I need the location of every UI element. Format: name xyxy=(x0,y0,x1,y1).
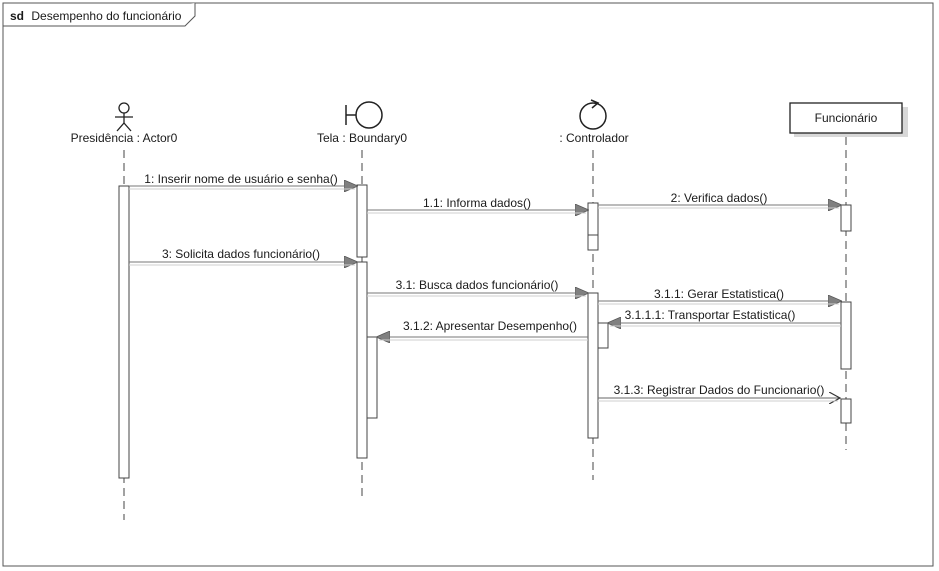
activation-entity-3 xyxy=(840,398,852,424)
frame-label: sd Desempenho do funcionário xyxy=(10,9,182,23)
message-label: 1: Inserir nome de usuário e senha() xyxy=(144,172,337,186)
message-label: 3.1.1: Gerar Estatistica() xyxy=(654,287,784,301)
activation-entity-2 xyxy=(840,301,852,370)
message-label: 3: Solicita dados funcionário() xyxy=(162,247,320,261)
control-icon xyxy=(579,99,607,130)
message-label: 3.1.2: Apresentar Desempenho() xyxy=(403,319,577,333)
message-1[interactable]: 1: Inserir nome de usuário e senha() xyxy=(129,172,357,189)
messages: 1: Inserir nome de usuário e senha() 1.1… xyxy=(129,172,841,401)
boundary-icon xyxy=(345,101,383,129)
message-3[interactable]: 3: Solicita dados funcionário() xyxy=(129,247,357,265)
lifeline-label-actor: Presidência : Actor0 xyxy=(71,131,178,145)
frame-title: Desempenho do funcionário xyxy=(31,9,181,23)
message-1-1[interactable]: 1.1: Informa dados() xyxy=(367,196,588,213)
message-3-1-2[interactable]: 3.1.2: Apresentar Desempenho() xyxy=(377,319,588,340)
activation-controller-2 xyxy=(587,292,599,439)
message-3-1[interactable]: 3.1: Busca dados funcionário() xyxy=(367,278,588,296)
message-label: 1.1: Informa dados() xyxy=(423,196,531,210)
lifeline-entity[interactable]: Funcionário xyxy=(789,102,908,450)
object-box xyxy=(789,102,903,134)
message-label: 3.1: Busca dados funcionário() xyxy=(396,278,559,292)
activation-actor xyxy=(118,185,130,479)
message-3-1-1[interactable]: 3.1.1: Gerar Estatistica() xyxy=(598,287,841,304)
lifeline-label-boundary: Tela : Boundary0 xyxy=(317,131,407,145)
activation-bars xyxy=(118,184,852,479)
activation-entity-1 xyxy=(840,204,852,232)
message-2[interactable]: 2: Verifica dados() xyxy=(598,191,841,208)
message-label: 3.1.1.1: Transportar Estatistica() xyxy=(625,308,796,322)
lifeline-label-controller: : Controlador xyxy=(559,131,628,145)
activation-boundary-nested xyxy=(366,336,378,419)
activation-controller-1 xyxy=(587,202,599,251)
lifeline-actor[interactable]: Presidência : Actor0 xyxy=(71,102,178,520)
lifeline-label-entity: Funcionário xyxy=(815,111,878,125)
message-label: 2: Verifica dados() xyxy=(671,191,768,205)
frame-keyword: sd xyxy=(10,9,24,23)
activation-boundary-2 xyxy=(356,261,368,459)
activation-boundary-1 xyxy=(356,184,368,258)
message-3-1-1-1[interactable]: 3.1.1.1: Transportar Estatistica() xyxy=(608,308,841,326)
actor-stick-figure-icon xyxy=(115,102,133,132)
message-label: 3.1.3: Registrar Dados do Funcionario() xyxy=(614,383,825,397)
message-3-1-3[interactable]: 3.1.3: Registrar Dados do Funcionario() xyxy=(598,383,840,401)
activation-controller-nested xyxy=(597,322,609,349)
